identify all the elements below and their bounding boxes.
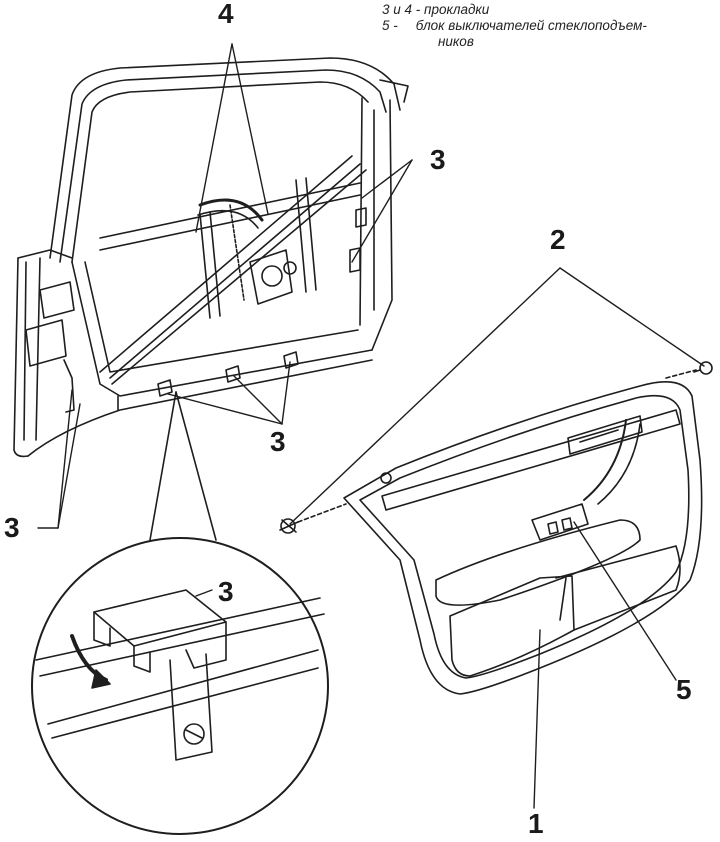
callout-3-bottom: 3 xyxy=(270,426,286,457)
leader-2a xyxy=(289,267,561,525)
leader-3a xyxy=(361,159,413,199)
legend-text-5-cont: ников xyxy=(438,34,474,49)
leader-5 xyxy=(573,521,677,681)
callout-5: 5 xyxy=(676,674,692,705)
callout-1: 1 xyxy=(528,808,544,839)
leader-3c xyxy=(167,393,283,425)
legend-row-3-4: 3 и 4 - прокладки xyxy=(382,2,490,17)
leader-3-detail xyxy=(195,589,213,597)
callout-2: 2 xyxy=(550,224,566,255)
door-frame xyxy=(13,57,409,458)
leader-lines xyxy=(37,43,705,809)
callout-3-right: 3 xyxy=(430,144,446,175)
callout-3-left: 3 xyxy=(4,512,20,543)
leader-3g xyxy=(57,403,81,529)
leader-3b xyxy=(351,159,413,263)
leader-3f xyxy=(37,389,73,529)
leader-3d xyxy=(233,375,283,425)
legend-text-5: блок выключателей стеклоподъем- xyxy=(415,18,647,33)
detail-leader-right xyxy=(175,391,217,541)
leader-2b xyxy=(559,267,705,367)
legend: 3 и 4 - прокладки 5 - блок выключателей … xyxy=(382,2,647,50)
detail-leader-left xyxy=(149,391,177,541)
callout-4: 4 xyxy=(218,0,234,29)
detail-view xyxy=(31,391,329,835)
leader-3e xyxy=(281,361,291,425)
leader-1 xyxy=(533,629,541,809)
callout-3-detail: 3 xyxy=(218,576,234,607)
legend-row-5: 5 - блок выключателей стеклоподъем- xyxy=(382,18,647,34)
door-trim-panel xyxy=(279,361,713,695)
legend-num-5: 5 - xyxy=(382,18,398,33)
leader-4b xyxy=(231,43,269,215)
leader-4a xyxy=(195,43,233,233)
